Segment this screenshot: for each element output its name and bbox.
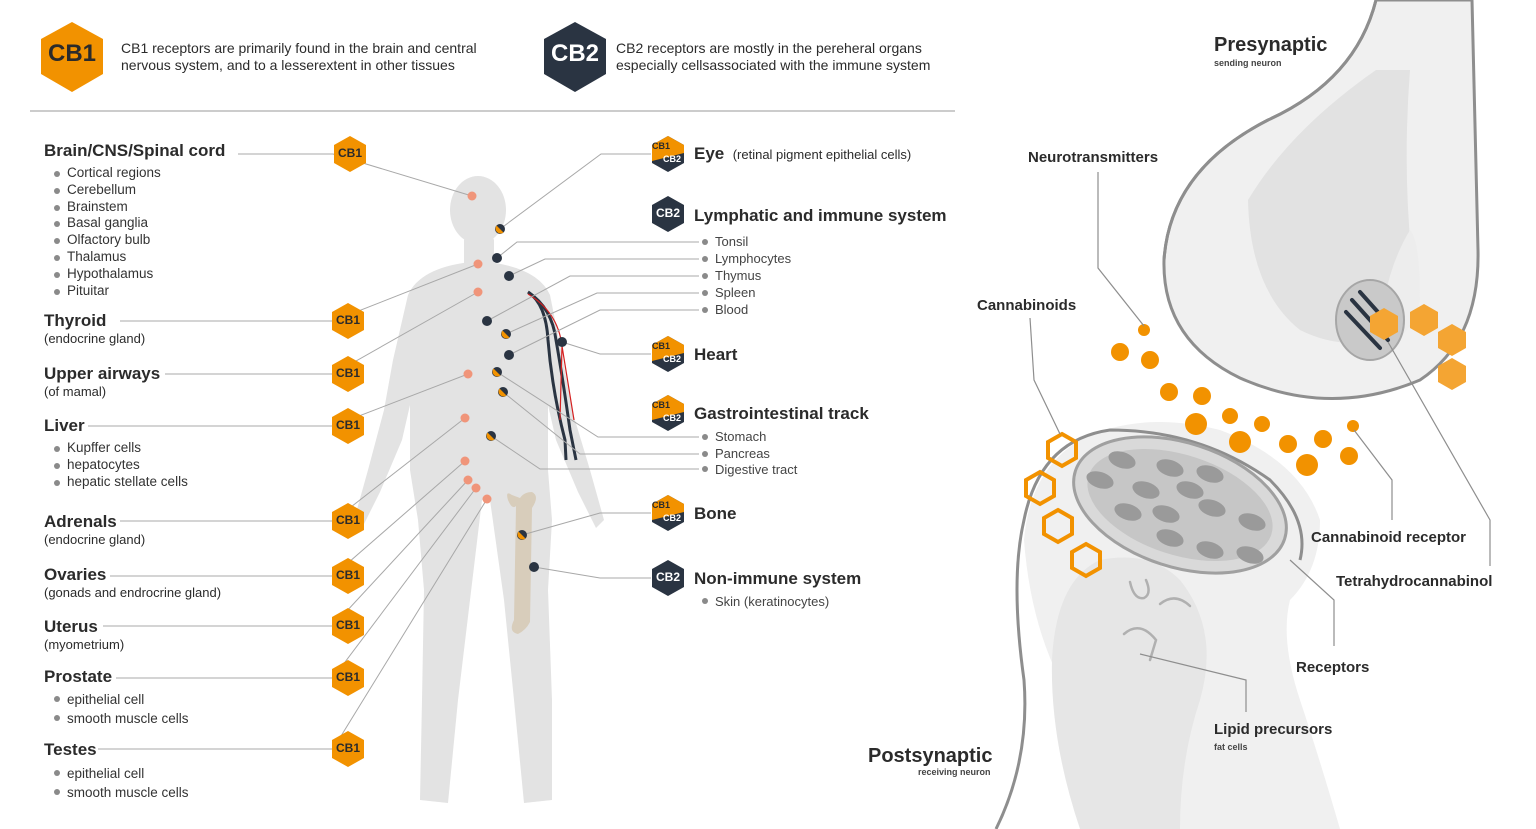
presynaptic-title: Presynaptic: [1214, 34, 1328, 56]
cb2-legend-hexagon: [544, 22, 606, 92]
lymphatic-item-spleen: Spleen: [715, 285, 756, 300]
human-body-silhouette: [354, 176, 604, 803]
neurotransmitters-label: Neurotransmitters: [1028, 149, 1159, 166]
ovaries-title: Ovaries: [44, 565, 107, 584]
testes-title: Testes: [44, 740, 97, 759]
list-item: Pituitar: [44, 283, 161, 300]
lymphatic-item-lymphocytes: Lymphocytes: [715, 251, 792, 266]
nonimmune-item-skin: Skin (keratinocytes): [715, 594, 830, 609]
list-item: hepatic stellate cells: [44, 474, 188, 491]
cb2-legend-description: CB2 receptors are mostly in the perehera…: [616, 40, 931, 73]
right-list-bullets: [702, 239, 708, 604]
gi-item-pancreas: Pancreas: [715, 446, 770, 461]
list-item: Cortical regions: [44, 165, 161, 182]
lymphatic-cb2-badge: CB2: [655, 206, 680, 220]
thyroid-subtitle: (endocrine gland): [44, 331, 146, 346]
airways-title: Upper airways: [44, 364, 161, 383]
list-item: Olfactory bulb: [44, 232, 161, 249]
lymphatic-title: Lymphatic and immune system: [694, 206, 947, 225]
prostate-cb1-badge: CB1: [335, 670, 360, 684]
eye-cb2-badge: CB2: [663, 154, 682, 164]
list-item: Brainstem: [44, 199, 161, 216]
connector-lines: [88, 153, 699, 750]
brain-list: Cortical regions Cerebellum Brainstem Ba…: [44, 165, 161, 299]
gi-item-digestive: Digestive tract: [715, 462, 798, 477]
lymphatic-item-blood: Blood: [715, 302, 749, 317]
liver-list: Kupffer cells hepatocytes hepatic stella…: [44, 440, 188, 490]
right-badges: [652, 136, 684, 596]
cb2-legend-badge-label: CB2: [550, 40, 599, 67]
left-cb1-hexagons: [332, 136, 366, 767]
list-item: Thalamus: [44, 249, 161, 266]
postsynaptic-subtitle: receiving neuron: [918, 767, 991, 777]
testes-list: epithelial cell smooth muscle cells: [44, 764, 189, 802]
airways-cb1-badge: CB1: [335, 366, 360, 380]
cb1-legend-hexagon: [41, 22, 103, 92]
cb1-cb2-body-dots: [486, 224, 527, 540]
cb2-body-dots: [482, 253, 567, 572]
uterus-title: Uterus: [44, 617, 98, 636]
testes-cb1-badge: CB1: [335, 741, 360, 755]
presynaptic-subtitle: sending neuron: [1214, 58, 1282, 68]
list-item: epithelial cell: [44, 764, 189, 783]
list-item: Basal ganglia: [44, 215, 161, 232]
lipid-precursors-subtitle: fat cells: [1214, 742, 1248, 752]
heart-title: Heart: [694, 345, 738, 364]
list-item: Kupffer cells: [44, 440, 188, 457]
list-item: Cerebellum: [44, 182, 161, 199]
ovaries-subtitle: (gonads and endrocrine gland): [44, 585, 222, 600]
lymphatic-item-thymus: Thymus: [715, 268, 762, 283]
eye-subtitle: (retinal pigment epithelial cells): [732, 147, 912, 162]
cb1-legend-description: CB1 receptors are primarily found in the…: [121, 40, 477, 73]
prostate-list: epithelial cell smooth muscle cells: [44, 690, 189, 728]
gi-title: Gastrointestinal track: [694, 404, 869, 423]
brain-cb1-badge: CB1: [337, 146, 362, 160]
gi-cb2-badge: CB2: [663, 413, 682, 423]
list-item: hepatocytes: [44, 457, 188, 474]
thc-label: Tetrahydrocannabinol: [1336, 573, 1493, 590]
prostate-title: Prostate: [44, 667, 113, 686]
airways-subtitle: (of mamal): [44, 384, 107, 399]
adrenals-subtitle: (endocrine gland): [44, 532, 146, 547]
brain-title: Brain/CNS/Spinal cord: [44, 141, 226, 160]
bone-illustration: [507, 492, 536, 634]
postsynaptic-title: Postsynaptic: [868, 745, 993, 767]
cb1-body-dots: [460, 191, 492, 504]
ovaries-cb1-badge: CB1: [335, 568, 360, 582]
gi-item-stomach: Stomach: [715, 429, 767, 444]
nonimmune-title: Non-immune system: [694, 569, 862, 588]
cannabinoids-label: Cannabinoids: [977, 297, 1077, 314]
heart-cb2-badge: CB2: [663, 354, 682, 364]
eye-title: Eye: [694, 144, 725, 163]
adrenals-title: Adrenals: [44, 512, 117, 531]
bone-cb1-badge: CB1: [652, 500, 671, 510]
vein-line-2: [527, 290, 568, 461]
thyroid-title: Thyroid: [44, 311, 107, 330]
nonimmune-cb2-badge: CB2: [655, 570, 680, 584]
uterus-subtitle: (myometrium): [44, 637, 125, 652]
list-item: Hypothalamus: [44, 266, 161, 283]
receptors-label: Receptors: [1296, 659, 1370, 676]
liver-title: Liver: [44, 416, 85, 435]
synapse-illustration: [994, 0, 1491, 829]
lipid-precursors-label: Lipid precursors: [1214, 721, 1333, 738]
lymphatic-item-tonsil: Tonsil: [715, 234, 749, 249]
thyroid-cb1-badge: CB1: [335, 313, 360, 327]
eye-label: Eye (retinal pigment epithelial cells): [694, 144, 911, 164]
list-item: smooth muscle cells: [44, 709, 189, 728]
list-item: smooth muscle cells: [44, 783, 189, 802]
uterus-cb1-badge: CB1: [335, 618, 360, 632]
liver-cb1-badge: CB1: [335, 418, 360, 432]
bone-cb2-badge: CB2: [663, 513, 682, 523]
list-item: epithelial cell: [44, 690, 189, 709]
adrenals-cb1-badge: CB1: [335, 513, 360, 527]
cb1-legend-badge-label: CB1: [47, 40, 96, 67]
cannabinoid-receptor-label: Cannabinoid receptor: [1311, 529, 1467, 546]
heart-cb1-badge: CB1: [652, 341, 671, 351]
bone-title: Bone: [694, 504, 737, 523]
gi-cb1-badge: CB1: [652, 400, 671, 410]
eye-cb1-badge: CB1: [652, 141, 671, 151]
